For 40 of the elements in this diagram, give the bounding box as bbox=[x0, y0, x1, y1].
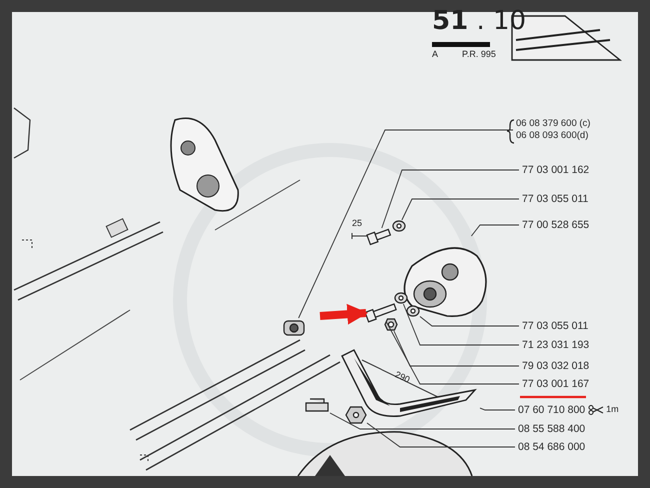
washer-drawing bbox=[394, 292, 408, 304]
bolt-drawing bbox=[366, 228, 392, 246]
part-number: 77 00 528 655 bbox=[522, 219, 590, 231]
part-number: 08 54 686 000 bbox=[518, 441, 586, 453]
leader-line bbox=[386, 322, 520, 384]
leader-line bbox=[381, 170, 520, 228]
bolt-drawing bbox=[364, 303, 397, 323]
part-number: 77 03 055 011 bbox=[522, 320, 588, 332]
section-letter: A bbox=[432, 49, 438, 59]
part-number: 77 03 055 011 bbox=[522, 193, 588, 205]
clamp-drawing bbox=[283, 320, 305, 336]
part-number: 71 23 031 193 bbox=[522, 339, 590, 351]
leader-line bbox=[394, 330, 520, 366]
bearing-plate-drawing bbox=[404, 247, 487, 317]
leader-line bbox=[330, 412, 516, 430]
part-number: 77 03 001 167 bbox=[522, 378, 590, 390]
washer-drawing bbox=[406, 305, 420, 317]
nut-drawing bbox=[384, 318, 398, 331]
washer-drawing bbox=[392, 220, 406, 232]
leader-line bbox=[298, 130, 514, 318]
leader-line bbox=[401, 198, 520, 220]
dimension-value: 290 bbox=[394, 369, 412, 385]
reference-code: P.R. 995 bbox=[462, 49, 496, 59]
part-number: 07 60 710 800 bbox=[518, 404, 586, 416]
dimension-value: 25 bbox=[352, 218, 362, 228]
leader-line bbox=[470, 224, 520, 236]
leader-line bbox=[420, 316, 520, 326]
pointer-arrow bbox=[320, 304, 368, 325]
leader-line bbox=[402, 304, 520, 346]
part-number: 06 08 093 600(d) bbox=[516, 130, 590, 142]
part-number: 79 03 032 018 bbox=[522, 360, 590, 372]
leader-line bbox=[366, 422, 516, 448]
leader-line bbox=[480, 408, 516, 410]
length-note: 1m bbox=[606, 404, 619, 414]
rubber-strip-drawing bbox=[341, 349, 476, 417]
clip-drawing bbox=[305, 398, 329, 412]
part-number: 08 55 588 400 bbox=[518, 423, 586, 435]
part-number: 77 03 001 162 bbox=[522, 164, 590, 176]
part-number: 06 08 379 600 (c) bbox=[516, 118, 590, 130]
nut-drawing bbox=[345, 406, 367, 424]
